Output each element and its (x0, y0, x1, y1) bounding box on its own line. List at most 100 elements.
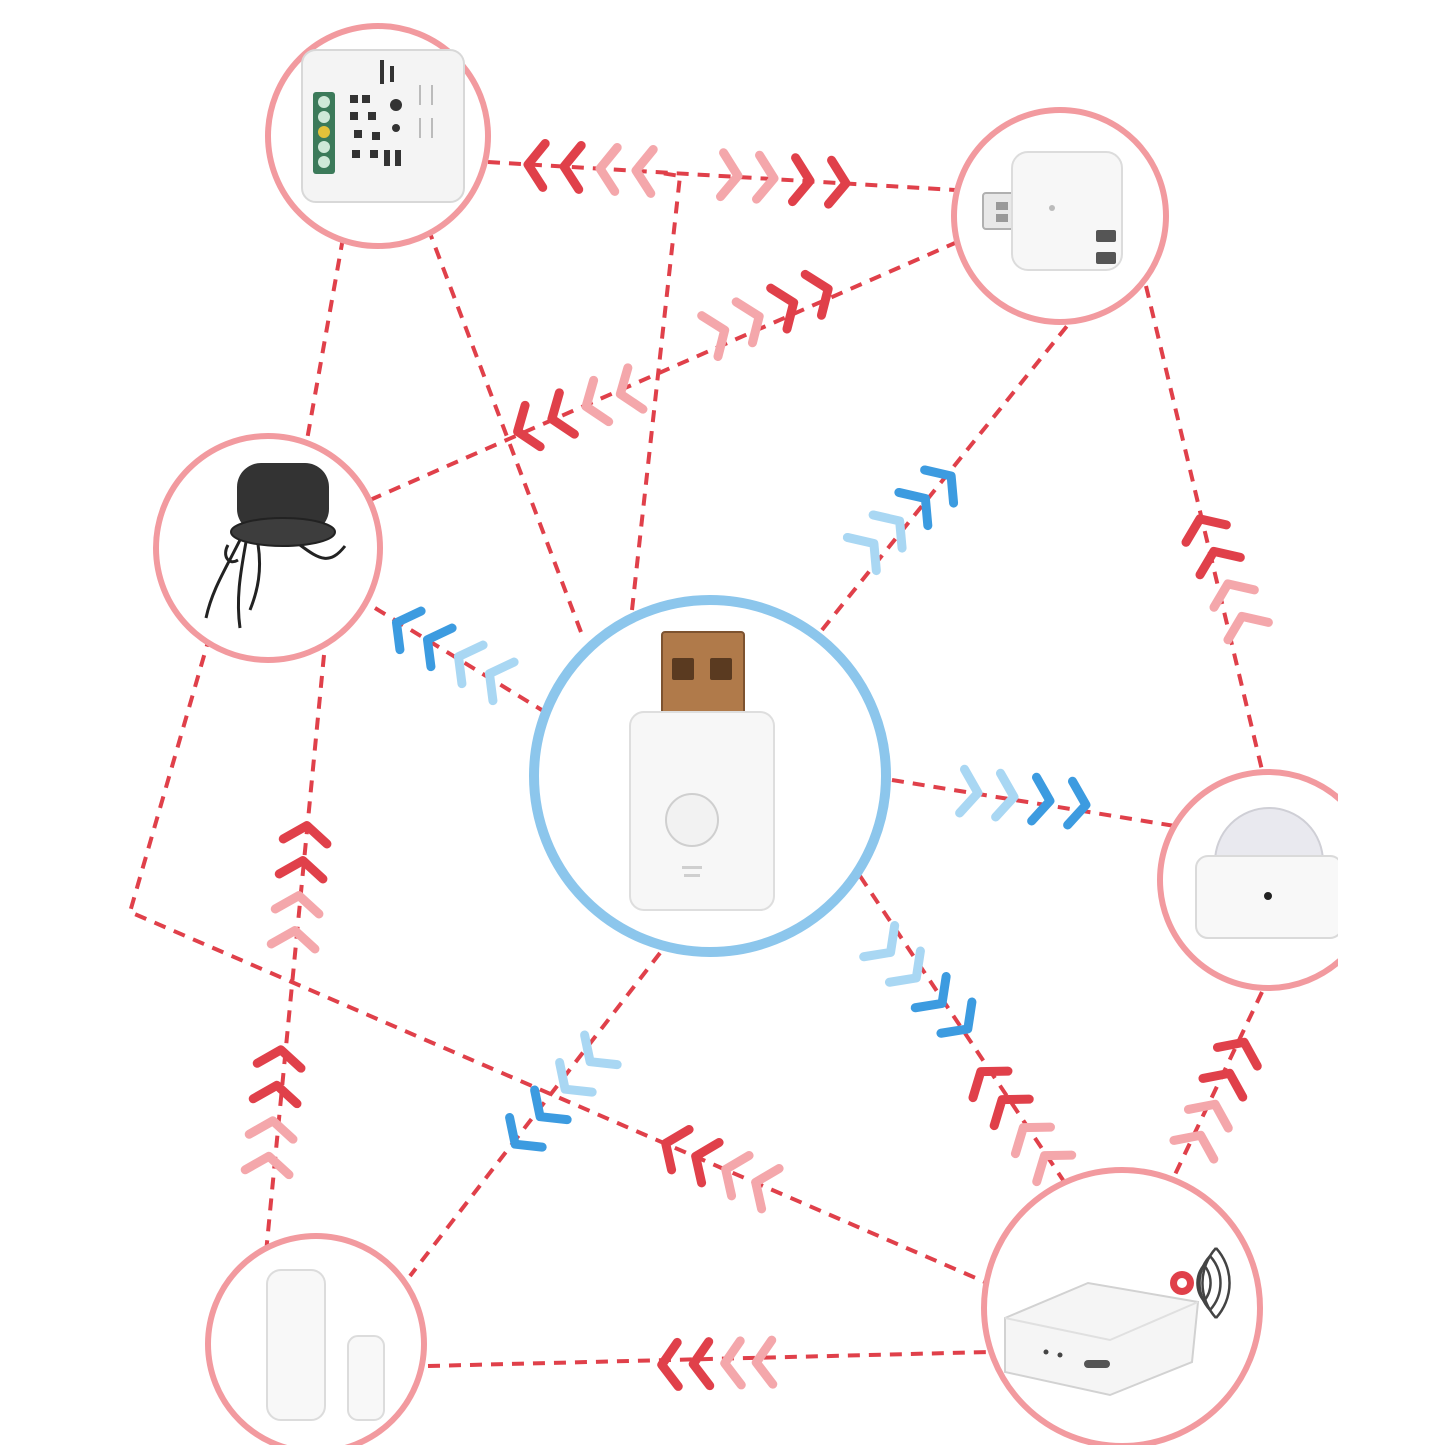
chevron-arrow (547, 388, 579, 439)
chevron-arrow (391, 606, 426, 655)
link-door-gateway (427, 1350, 991, 1368)
chevron-arrow (955, 764, 983, 818)
chevron-arrow (721, 1150, 754, 1201)
chevron-arrow (751, 1163, 784, 1214)
link-relay-hub (426, 227, 586, 641)
chevron-arrow (697, 311, 730, 362)
chevron-arrow (691, 1137, 724, 1188)
arrows-gateway-to-hub (968, 1066, 1077, 1187)
chevron-arrow (859, 920, 900, 962)
node-hub (529, 595, 891, 957)
node-usb-plug-adapter (951, 107, 1169, 325)
relay-module-icon (301, 49, 465, 203)
link-hub-motion (891, 778, 1176, 828)
arrows-gateway-to-pendant-low (661, 1124, 784, 1214)
chevron-arrow (252, 1045, 306, 1073)
chevron-arrow (1209, 579, 1259, 612)
chevron-arrow (523, 138, 550, 192)
chevron-arrow (1169, 1130, 1219, 1164)
chevron-arrow (244, 1116, 298, 1144)
chevron-arrow (894, 487, 933, 531)
chevron-arrow (936, 997, 977, 1038)
chevron-arrow (248, 1080, 302, 1109)
chevron-arrow (505, 1113, 547, 1152)
link-usbplug-motion (1144, 285, 1264, 771)
chevron-arrow (1183, 1099, 1233, 1133)
link-relay-usbplug (487, 160, 956, 192)
link-hub-top-junction (630, 170, 683, 611)
node-wall-switch-module (265, 23, 491, 249)
chevron-arrow (1212, 1037, 1262, 1071)
chevron-arrow (1181, 514, 1231, 547)
usb-zigbee-dongle-icon (629, 631, 775, 911)
link-motion-gateway (1168, 991, 1264, 1186)
arrows-to-usbplug-top (715, 148, 851, 209)
arrows-to-motion-right (1181, 514, 1273, 645)
chevron-arrow (270, 891, 324, 919)
link-pendant-usbplug (369, 241, 956, 502)
chevron-arrow (884, 946, 925, 987)
chevron-arrow (868, 510, 907, 553)
chevron-arrow (991, 768, 1019, 822)
pendant-lamp-icon (204, 463, 347, 629)
chevron-arrow (555, 1058, 597, 1097)
chevron-arrow (720, 1336, 746, 1390)
device-nodes (153, 23, 1338, 1445)
chevron-arrow (453, 640, 488, 689)
chevron-arrow (989, 1094, 1034, 1131)
usb-plug-icon (982, 151, 1123, 271)
chevron-arrow (1198, 1068, 1248, 1102)
chevron-arrow (688, 1337, 715, 1391)
arrows-hub-to-gateway (859, 920, 977, 1038)
chevron-arrow (595, 142, 622, 196)
chevron-arrow (631, 144, 658, 198)
link-relay-pendant (305, 237, 345, 441)
arrows-gateway-to-door (657, 1335, 778, 1391)
chevron-arrow (266, 926, 320, 954)
chevron-arrow (1195, 546, 1245, 580)
chevron-arrow (657, 1337, 683, 1391)
chevron-arrow (751, 150, 779, 204)
arrows-hub-to-pendant (391, 606, 519, 706)
node-motion-sensor (1157, 769, 1338, 991)
chevron-arrow (559, 140, 586, 194)
chevron-arrow (1010, 1122, 1055, 1159)
arrows-to-pendant-mid (513, 363, 648, 452)
chevron-arrow (910, 971, 951, 1013)
chevron-arrow (800, 269, 833, 320)
chevron-arrow (1063, 776, 1091, 830)
node-pendant-light (153, 433, 383, 663)
chevron-arrow (751, 1335, 778, 1389)
chevron-arrow (513, 400, 545, 452)
arrows-door-to-pendant-lower (240, 1045, 306, 1180)
chevron-arrow (920, 465, 959, 508)
chevron-arrow (968, 1066, 1013, 1103)
arrows-hub-to-motion (955, 764, 1091, 830)
chevron-arrow (1032, 1150, 1077, 1187)
chevron-arrow (766, 283, 799, 334)
arrows-to-relay (523, 138, 658, 198)
door-window-sensor-icon (266, 1269, 385, 1421)
chevron-arrow (787, 153, 815, 207)
link-pendant-door (264, 654, 326, 1254)
chevron-arrow (823, 155, 851, 209)
chevron-arrow (274, 856, 328, 884)
arrows-door-to-pendant-upper (266, 821, 332, 954)
chevron-arrow (842, 532, 881, 576)
arrows-to-usbplug-mid (697, 269, 833, 362)
flow-arrows (240, 138, 1273, 1391)
arrows-hub-to-usbplug (842, 465, 959, 576)
arrows-hub-to-door (505, 1030, 622, 1152)
chevron-arrow (422, 623, 457, 672)
chevron-arrow (661, 1124, 694, 1175)
link-hub-door (408, 951, 662, 1278)
chevron-arrow (484, 657, 519, 706)
chevron-arrow (580, 1030, 622, 1070)
chevron-arrow (731, 297, 764, 348)
chevron-arrow (581, 375, 614, 427)
chevron-arrow (240, 1151, 294, 1180)
node-door-sensor (205, 1233, 427, 1445)
chevron-arrow (1223, 611, 1273, 645)
wireless-gateway-icon (1004, 1247, 1231, 1397)
chevron-arrow (715, 148, 743, 202)
